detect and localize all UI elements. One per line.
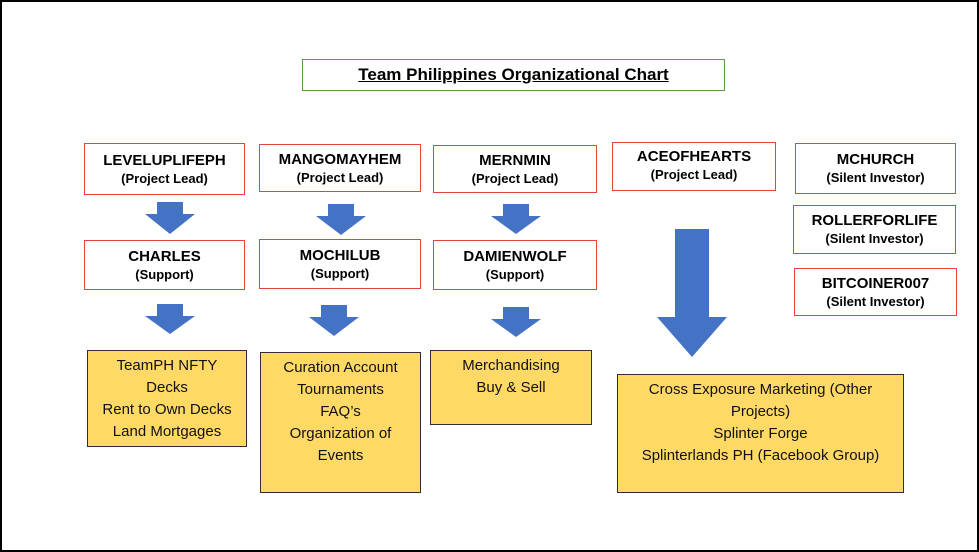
lead-node-aceofhearts: ACEOFHEARTS (Project Lead) [612,142,776,191]
support-node-mochilub: MOCHILUB (Support) [259,239,421,289]
box-line: Organization of [289,425,392,442]
box-line: FAQ’s [320,403,361,420]
lead-node-leveluplifeph: LEVELUPLIFEPH (Project Lead) [84,143,245,195]
node-role: (Support) [135,266,194,282]
chart-title: Team Philippines Organizational Chart [302,59,725,91]
investor-node-mchurch: MCHURCH (Silent Investor) [795,143,956,194]
node-role: (Silent Investor) [825,231,924,246]
box-line: Rent to Own Decks [102,401,232,418]
box-line: Events [317,447,364,464]
node-name: MANGOMAYHEM [278,150,402,168]
node-role: (Silent Investor) [826,293,925,309]
node-role: (Project Lead) [650,167,738,182]
node-role: (Silent Investor) [826,170,925,185]
lead-node-mangomayhem: MANGOMAYHEM (Project Lead) [259,144,421,192]
node-role: (Support) [310,265,370,281]
box-line: Merchandising [462,357,560,374]
box-line: Tournaments [297,381,384,398]
support-node-damienwolf: DAMIENWOLF (Support) [433,240,597,290]
node-role: (Project Lead) [296,169,384,185]
box-line: Decks [146,379,188,396]
node-name: DAMIENWOLF [463,247,567,265]
box-line: Curation Account [283,359,398,376]
arrow-down-icon [316,204,366,235]
responsibility-box-mangomayhem: Curation Account Tournaments FAQ’s Organ… [260,352,421,493]
arrow-down-icon [309,305,359,336]
responsibility-box-mernmin: Merchandising Buy & Sell [430,350,592,425]
box-line: TeamPH NFTY [116,357,218,374]
node-role: (Project Lead) [471,170,559,186]
node-role: (Support) [485,266,545,282]
box-line: Projects) [730,403,791,420]
investor-node-rollerforlife: ROLLERFORLIFE (Silent Investor) [793,205,956,254]
arrow-down-large-icon [657,229,727,357]
node-role: (Project Lead) [121,170,208,186]
node-name: MCHURCH [836,151,915,168]
box-line: Cross Exposure Marketing (Other [648,381,873,398]
node-name: CHARLES [128,247,201,265]
node-name: MERNMIN [479,151,551,169]
box-line: Splinter Forge [713,425,808,442]
box-line: Buy & Sell [476,379,546,396]
responsibility-box-aceofhearts: Cross Exposure Marketing (Other Projects… [617,374,904,493]
node-name: MOCHILUB [299,246,381,264]
node-name: ACEOFHEARTS [636,148,752,165]
support-node-charles: CHARLES (Support) [84,240,245,290]
box-line: Land Mortgages [112,423,222,440]
box-line: Splinterlands PH (Facebook Group) [641,447,880,464]
node-name: LEVELUPLIFEPH [103,151,226,169]
investor-node-bitcoiner007: BITCOINER007 (Silent Investor) [794,268,957,316]
arrow-down-icon [145,304,195,334]
lead-node-mernmin: MERNMIN (Project Lead) [433,145,597,193]
node-name: ROLLERFORLIFE [811,212,938,229]
arrow-down-icon [491,204,541,234]
arrow-down-icon [491,307,541,337]
arrow-down-icon [145,202,195,234]
responsibility-box-leveluplifeph: TeamPH NFTY Decks Rent to Own Decks Land… [87,350,247,447]
node-name: BITCOINER007 [821,274,930,292]
